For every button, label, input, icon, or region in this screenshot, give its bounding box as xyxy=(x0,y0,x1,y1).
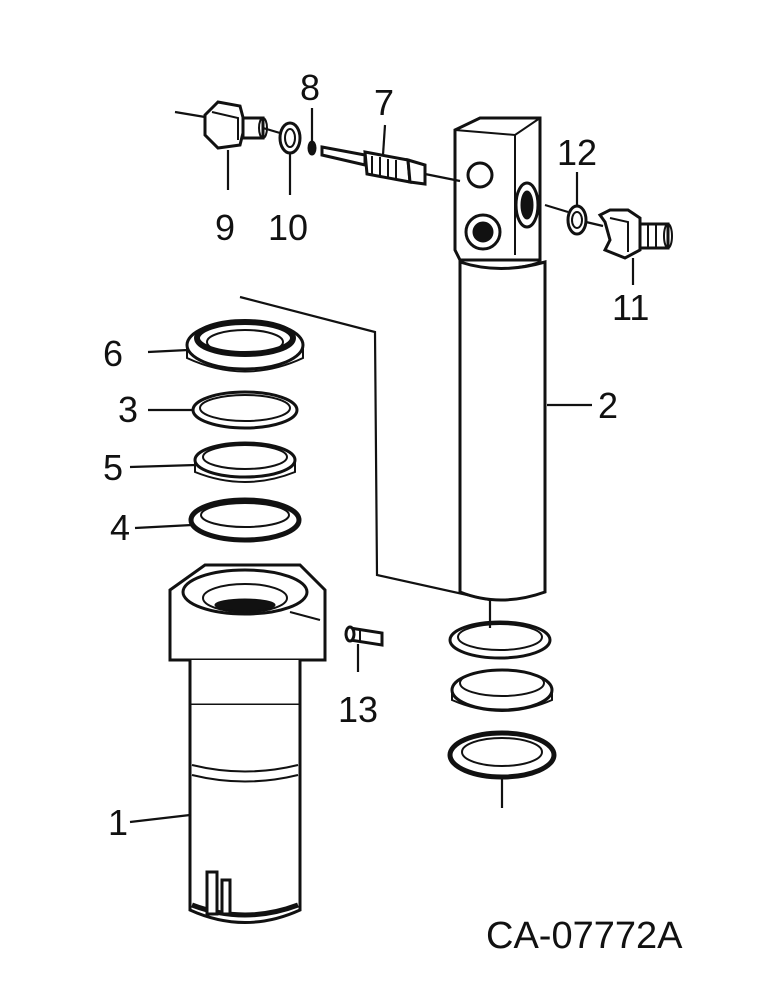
part-10-washer xyxy=(278,121,302,155)
callout-1: 1 xyxy=(108,802,128,843)
reference-code: CA-07772A xyxy=(486,915,683,957)
leader-lines xyxy=(129,108,635,824)
part-2-cylinder xyxy=(453,116,547,602)
callout-13: 13 xyxy=(338,689,378,730)
part-9-fitting xyxy=(203,100,268,150)
callout-5: 5 xyxy=(103,447,123,488)
callout-4: 4 xyxy=(110,507,130,548)
callout-6: 6 xyxy=(103,333,123,374)
part-1-housing xyxy=(168,563,327,924)
callout-2: 2 xyxy=(598,385,618,426)
callout-7: 7 xyxy=(374,82,394,123)
part-11-fitting xyxy=(597,208,673,260)
part-7-valve xyxy=(320,145,427,186)
callout-10: 10 xyxy=(268,207,308,248)
part-12-washer xyxy=(566,204,588,236)
lower-seal-rings xyxy=(447,620,557,808)
part-5-ring xyxy=(193,441,297,483)
callout-11: 11 xyxy=(612,287,649,328)
callout-labels: 1 2 3 4 5 6 7 8 9 10 11 12 13 xyxy=(103,67,649,843)
callout-8: 8 xyxy=(300,67,320,108)
callout-9: 9 xyxy=(215,207,235,248)
callout-12: 12 xyxy=(557,132,597,173)
part-13-pin xyxy=(344,625,384,647)
part-6-seal xyxy=(185,319,305,373)
part-4-ring xyxy=(188,497,302,543)
callout-3: 3 xyxy=(118,389,138,430)
part-8-oring xyxy=(307,140,317,156)
part-3-ring xyxy=(191,390,299,430)
assembly-lines xyxy=(174,110,604,628)
